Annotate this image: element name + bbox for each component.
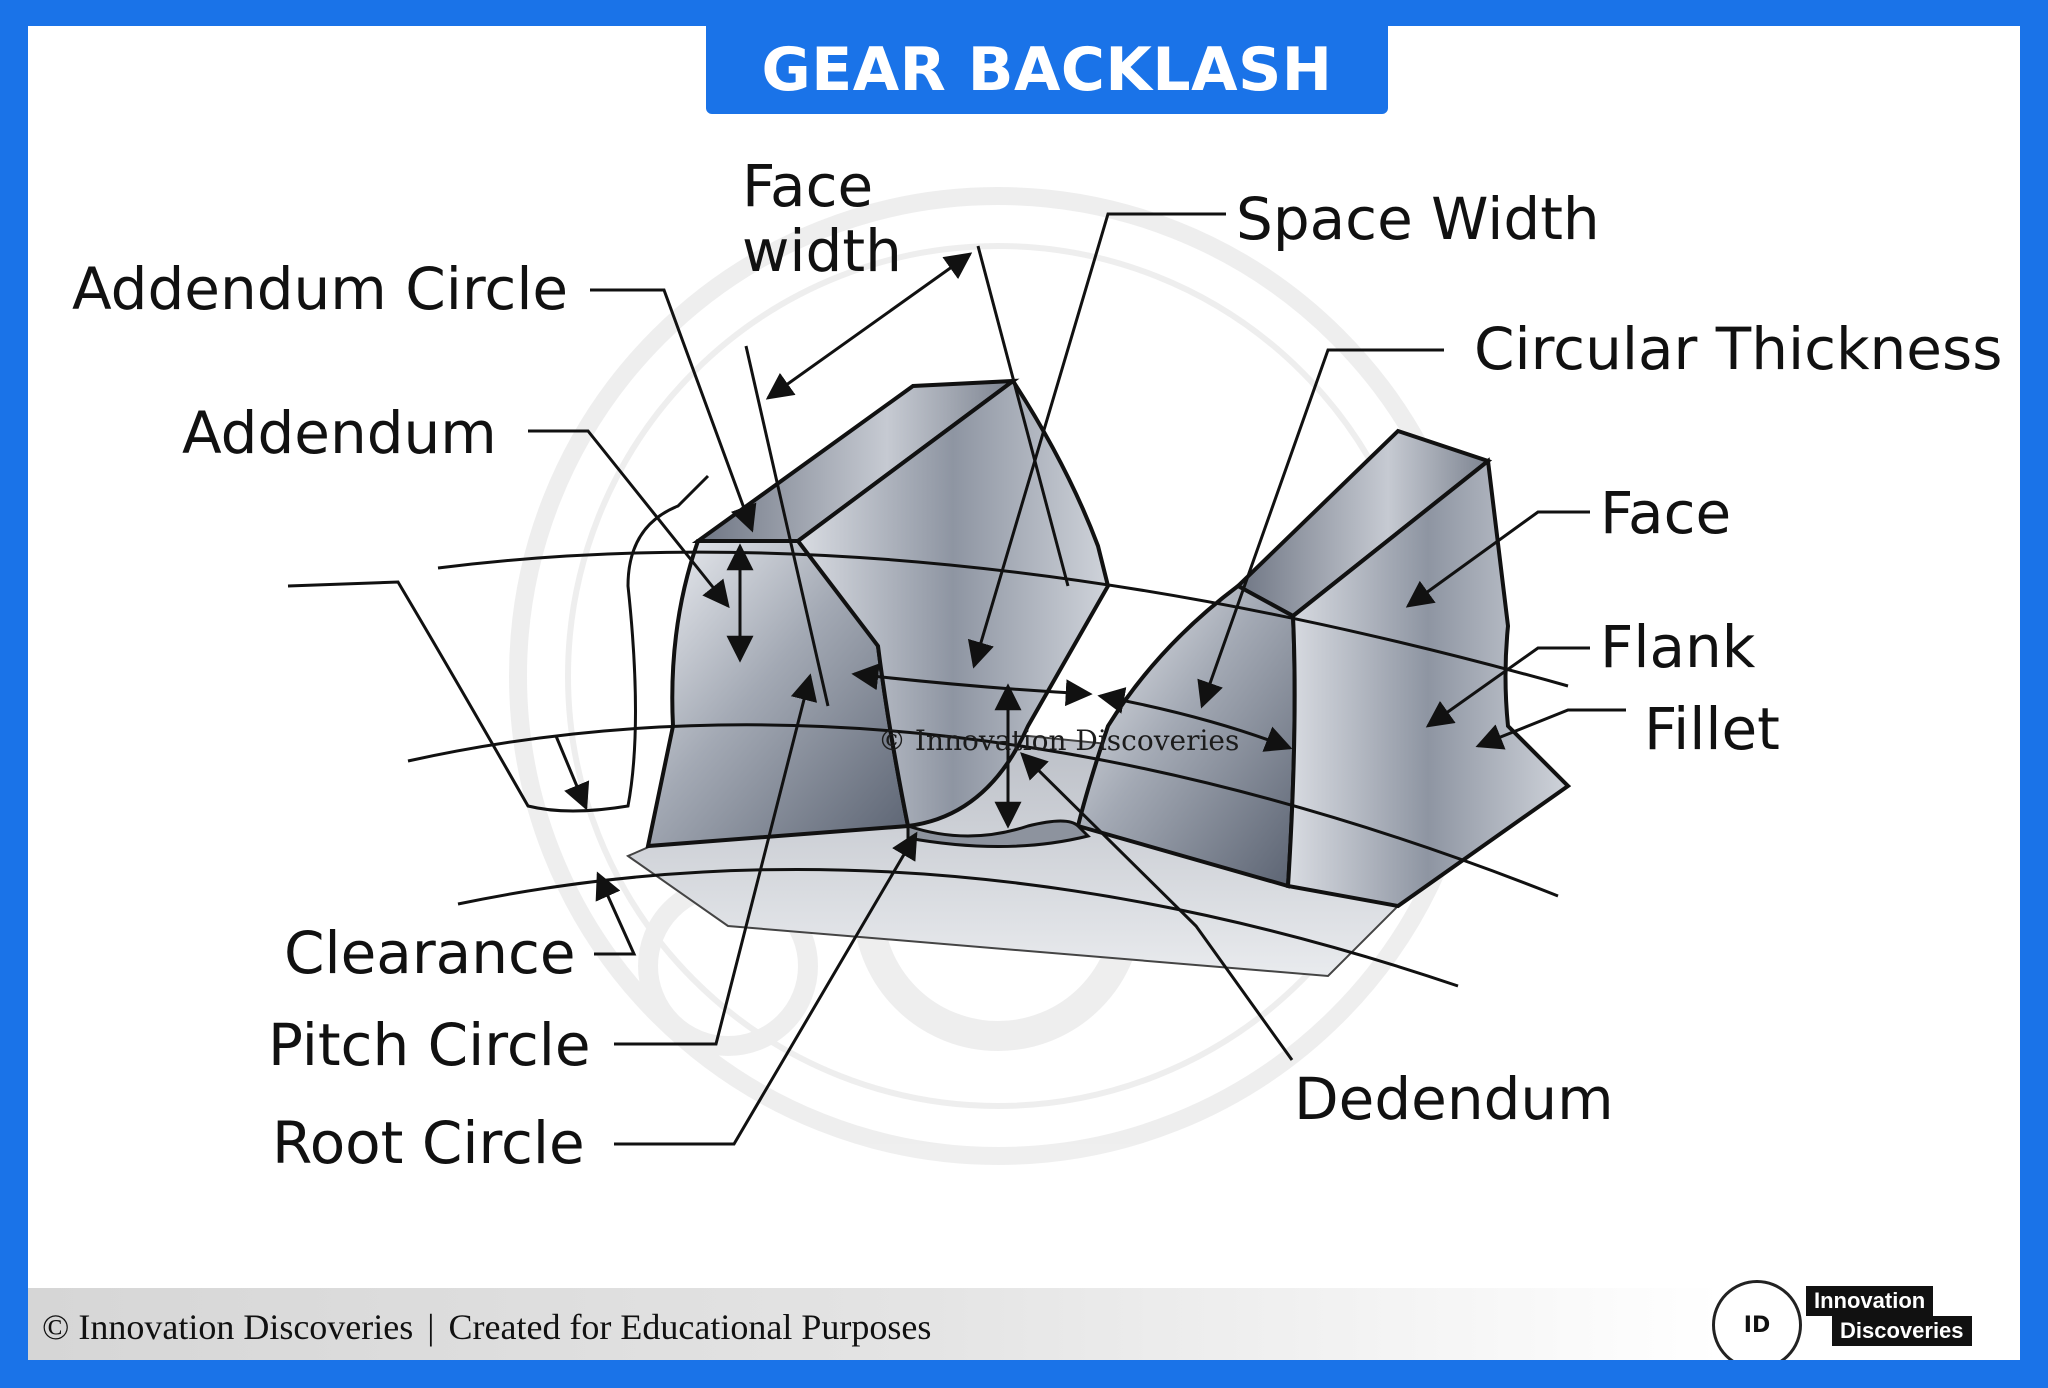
logo-wordmark-line1: Innovation xyxy=(1806,1286,1934,1316)
label-addendum: Addendum xyxy=(182,399,497,467)
space-width-dimension xyxy=(851,663,1093,707)
flank-leader xyxy=(1425,646,1590,728)
page-title: GEAR BACKLASH xyxy=(761,35,1333,105)
clearance-leader xyxy=(594,871,637,956)
label-dedendum: Dedendum xyxy=(1294,1065,1614,1133)
addendum-circle-arc xyxy=(437,550,1569,688)
right-tooth-front-face xyxy=(1285,457,1572,909)
label-pitch-circle: Pitch Circle xyxy=(268,1011,591,1079)
footer-copyright: © Innovation Discoveries xyxy=(42,1307,414,1347)
fillet-leader xyxy=(1475,708,1626,750)
logo-mark-text: ID xyxy=(1743,1312,1771,1338)
root-circle-leader xyxy=(614,831,918,1146)
label-face: Face xyxy=(1600,479,1732,547)
label-clearance: Clearance xyxy=(284,919,576,987)
brand-logo-icon: ID xyxy=(1712,1280,1802,1360)
leader-lines xyxy=(528,212,1626,1146)
face-width-extension-left xyxy=(744,345,830,707)
label-fillet: Fillet xyxy=(1644,695,1780,763)
footer-purpose: Created for Educational Purposes xyxy=(448,1307,932,1347)
pitch-circle-arc xyxy=(407,723,1559,898)
watermark-text: © Innovation Discoveries xyxy=(878,724,1240,757)
face-leader xyxy=(1405,510,1590,608)
footer-bar: © Innovation Discoveries | Created for Edu… xyxy=(28,1288,2020,1360)
logo-wordmark-line2: Discoveries xyxy=(1832,1316,1972,1346)
label-root-circle: Root Circle xyxy=(272,1109,585,1177)
label-flank: Flank xyxy=(1600,613,1756,681)
gear-diagram xyxy=(287,187,1626,1165)
tooth-space-root xyxy=(906,819,1091,848)
addendum-leader xyxy=(528,429,730,609)
clearance-arrow-upper xyxy=(554,735,590,811)
footer-text: © Innovation Discoveries | Created for Edu… xyxy=(42,1306,931,1348)
face-width-dimension xyxy=(765,252,973,400)
mating-tooth-outline xyxy=(287,474,710,813)
pitch-circle-leader xyxy=(614,673,818,1046)
label-space-width: Space Width xyxy=(1236,185,1600,253)
face-width-extension-right xyxy=(976,245,1070,587)
dedendum-leader xyxy=(1020,752,1294,1061)
diagram-frame: GEAR BACKLASH Addendum Circle Addendum F… xyxy=(28,26,2020,1360)
label-addendum-circle: Addendum Circle xyxy=(72,255,569,323)
label-circular-thickness: Circular Thickness xyxy=(1474,315,2003,383)
circular-thickness-dimension xyxy=(1097,687,1293,752)
title-banner: GEAR BACKLASH xyxy=(706,26,1388,114)
label-face-width: Face width xyxy=(742,152,902,285)
circular-thickness-leader xyxy=(1197,348,1444,709)
left-tooth-side-flank xyxy=(795,378,1111,829)
addendum-circle-leader xyxy=(590,288,757,533)
space-width-leader xyxy=(967,212,1226,669)
footer-separator: | xyxy=(427,1307,435,1347)
